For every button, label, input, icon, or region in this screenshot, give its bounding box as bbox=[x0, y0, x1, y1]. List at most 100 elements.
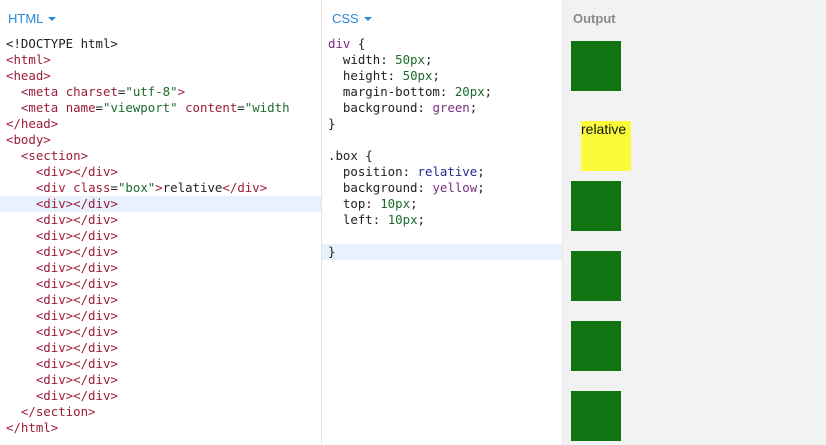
html-code-token bbox=[6, 356, 36, 371]
output-green-box bbox=[571, 321, 621, 371]
css-code-token: ; bbox=[484, 84, 493, 99]
html-code-editor[interactable]: <!DOCTYPE html><html><head> <meta charse… bbox=[0, 36, 321, 436]
html-code-line[interactable]: <div></div> bbox=[0, 356, 321, 372]
css-code-line[interactable]: .box { bbox=[322, 148, 562, 164]
html-code-line[interactable]: <meta charset="utf-8"> bbox=[0, 84, 321, 100]
html-code-token: <div></div> bbox=[35, 308, 118, 323]
html-code-token bbox=[6, 84, 21, 99]
css-code-token: 50px bbox=[402, 68, 433, 83]
html-code-token: "box" bbox=[117, 180, 156, 195]
html-code-token: <div></div> bbox=[35, 260, 118, 275]
css-code-line[interactable]: } bbox=[322, 244, 562, 260]
html-code-token bbox=[6, 372, 36, 387]
html-code-token bbox=[6, 388, 36, 403]
html-panel-menu[interactable]: HTML bbox=[0, 0, 321, 36]
html-code-line[interactable]: <div></div> bbox=[0, 212, 321, 228]
html-code-token: = bbox=[110, 180, 118, 195]
panel-divider[interactable] bbox=[321, 0, 322, 445]
html-code-line[interactable]: <div></div> bbox=[0, 276, 321, 292]
css-code-line[interactable]: div { bbox=[322, 36, 562, 52]
html-code-line[interactable]: <html> bbox=[0, 52, 321, 68]
html-panel-title[interactable]: HTML bbox=[8, 10, 44, 26]
html-code-token: <meta bbox=[20, 100, 66, 115]
html-code-token bbox=[6, 324, 36, 339]
html-code-token bbox=[6, 404, 21, 419]
panel-divider[interactable] bbox=[562, 0, 563, 445]
html-code-line[interactable]: <div></div> bbox=[0, 388, 321, 404]
css-code-line[interactable]: width: 50px; bbox=[322, 52, 562, 68]
html-code-token: <meta bbox=[20, 84, 66, 99]
css-code-line[interactable]: margin-bottom: 20px; bbox=[322, 84, 562, 100]
html-code-token bbox=[6, 212, 36, 227]
html-code-line[interactable]: <div></div> bbox=[0, 292, 321, 308]
chevron-down-icon[interactable] bbox=[48, 17, 57, 21]
relative-box-label: relative bbox=[581, 121, 627, 137]
css-code-token: relative bbox=[417, 164, 478, 179]
css-code-token: ; bbox=[424, 52, 433, 67]
chevron-down-icon[interactable] bbox=[363, 17, 372, 21]
html-code-token: <div></div> bbox=[35, 212, 118, 227]
html-code-token bbox=[6, 148, 21, 163]
html-code-token bbox=[6, 308, 36, 323]
html-code-line[interactable]: <div></div> bbox=[0, 324, 321, 340]
css-code-line[interactable] bbox=[322, 132, 562, 148]
html-code-line[interactable]: <meta name="viewport" content="width bbox=[0, 100, 321, 116]
html-code-line[interactable]: <div></div> bbox=[0, 196, 321, 212]
html-code-token: <!DOCTYPE html> bbox=[6, 36, 118, 51]
html-code-line[interactable]: <section> bbox=[0, 148, 321, 164]
html-code-line[interactable]: <div></div> bbox=[0, 372, 321, 388]
css-code-token: { bbox=[350, 36, 366, 51]
html-code-token: "utf-8" bbox=[125, 84, 178, 99]
css-code-line[interactable]: background: yellow; bbox=[322, 180, 562, 196]
css-code-token: width: bbox=[328, 52, 396, 67]
css-editor-panel: CSS div { width: 50px; height: 50px; mar… bbox=[322, 0, 562, 445]
html-code-token: </head> bbox=[6, 116, 59, 131]
html-code-token bbox=[6, 100, 21, 115]
css-code-line[interactable]: background: green; bbox=[322, 100, 562, 116]
html-code-token: <div></div> bbox=[35, 164, 118, 179]
html-code-token: relative bbox=[162, 180, 223, 195]
html-code-line[interactable]: </html> bbox=[0, 420, 321, 436]
html-code-line[interactable]: <div></div> bbox=[0, 228, 321, 244]
css-code-token: top: bbox=[328, 196, 381, 211]
html-code-token: <div></div> bbox=[35, 356, 118, 371]
html-code-line[interactable]: <!DOCTYPE html> bbox=[0, 36, 321, 52]
html-code-line[interactable]: <div class="box">relative</div> bbox=[0, 180, 321, 196]
css-code-token: ; bbox=[410, 196, 418, 211]
html-code-token: <div></div> bbox=[35, 276, 118, 291]
html-code-token bbox=[6, 340, 36, 355]
html-code-token: = bbox=[117, 84, 126, 99]
html-code-token: <div></div> bbox=[35, 324, 118, 339]
html-code-line[interactable]: <div></div> bbox=[0, 244, 321, 260]
html-code-line[interactable]: <div></div> bbox=[0, 164, 321, 180]
css-code-token: } bbox=[328, 244, 336, 259]
html-code-line[interactable]: <div></div> bbox=[0, 260, 321, 276]
css-code-line[interactable]: height: 50px; bbox=[322, 68, 562, 84]
css-panel-title[interactable]: CSS bbox=[332, 10, 359, 26]
css-code-line[interactable]: top: 10px; bbox=[322, 196, 562, 212]
html-code-token: name bbox=[65, 100, 96, 115]
html-code-line[interactable]: </head> bbox=[0, 116, 321, 132]
html-code-token: > bbox=[155, 180, 163, 195]
css-code-token: left: bbox=[328, 212, 388, 227]
html-code-token: </section> bbox=[20, 404, 96, 419]
css-code-line[interactable]: left: 10px; bbox=[322, 212, 562, 228]
html-code-line[interactable]: <head> bbox=[0, 68, 321, 84]
output-green-box bbox=[571, 391, 621, 441]
html-code-line[interactable]: </section> bbox=[0, 404, 321, 420]
css-panel-menu[interactable]: CSS bbox=[322, 0, 562, 36]
html-code-token: charset bbox=[65, 84, 118, 99]
css-code-editor[interactable]: div { width: 50px; height: 50px; margin-… bbox=[322, 36, 562, 260]
css-code-token: ; bbox=[469, 100, 478, 115]
html-code-token: <div></div> bbox=[35, 196, 118, 211]
css-code-line[interactable]: position: relative; bbox=[322, 164, 562, 180]
html-code-line[interactable]: <div></div> bbox=[0, 340, 321, 356]
html-code-token: <div></div> bbox=[35, 292, 118, 307]
output-green-box bbox=[571, 41, 621, 91]
html-code-token bbox=[6, 276, 36, 291]
html-code-line[interactable]: <body> bbox=[0, 132, 321, 148]
css-code-line[interactable]: } bbox=[322, 116, 562, 132]
css-code-line[interactable] bbox=[322, 228, 562, 244]
css-code-token: ; bbox=[477, 164, 485, 179]
html-code-line[interactable]: <div></div> bbox=[0, 308, 321, 324]
